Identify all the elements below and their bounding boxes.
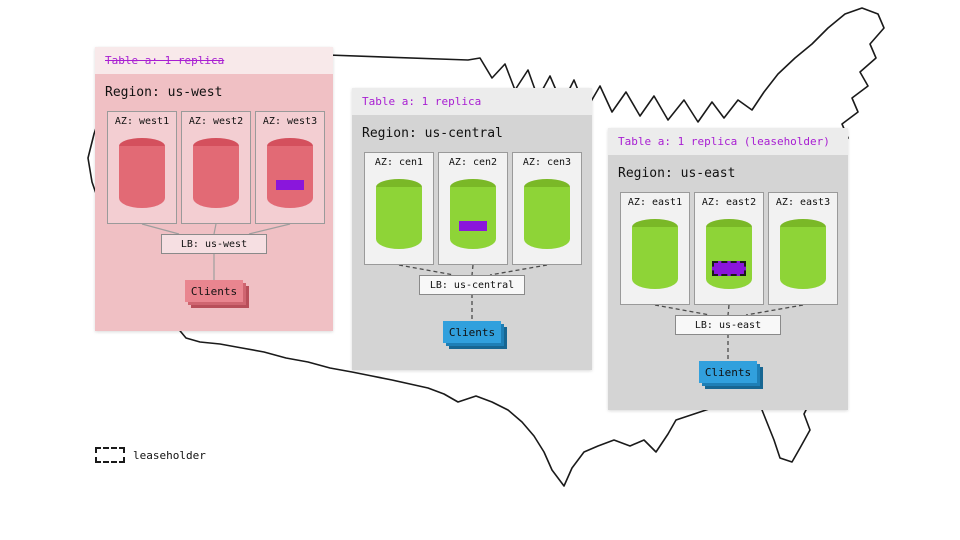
clients-box: Clients bbox=[185, 280, 243, 302]
load-balancer-box: LB: us-east bbox=[675, 315, 781, 335]
cylinder-body bbox=[524, 187, 570, 249]
table-label: Table a: 1 replica bbox=[105, 54, 225, 67]
az-box-east3: AZ: east3 bbox=[768, 192, 838, 305]
database-cylinder-icon bbox=[450, 179, 496, 249]
az-box-east2: AZ: east2 bbox=[694, 192, 764, 305]
region-header: Table a: 1 replica (leaseholder) bbox=[608, 128, 848, 155]
az-label: AZ: cen2 bbox=[448, 157, 498, 168]
legend: leaseholder bbox=[95, 447, 206, 463]
az-label: AZ: west2 bbox=[188, 116, 244, 127]
cylinder-body bbox=[706, 227, 752, 289]
region-us-west: Table a: 1 replica Region: us-west AZ: w… bbox=[95, 47, 333, 331]
az-box-cen3: AZ: cen3 bbox=[512, 152, 582, 265]
cylinder-body bbox=[193, 146, 239, 208]
az-label: AZ: cen3 bbox=[522, 157, 572, 168]
region-us-east: Table a: 1 replica (leaseholder) Region:… bbox=[608, 128, 848, 410]
region-header: Table a: 1 replica bbox=[352, 88, 592, 115]
az-label: AZ: cen1 bbox=[374, 157, 424, 168]
az-label: AZ: west1 bbox=[114, 116, 170, 127]
cylinder-body bbox=[119, 146, 165, 208]
cylinder-body bbox=[632, 227, 678, 289]
database-cylinder-icon bbox=[524, 179, 570, 249]
cylinder-body bbox=[267, 146, 313, 208]
az-box-east1: AZ: east1 bbox=[620, 192, 690, 305]
database-cylinder-icon bbox=[193, 138, 239, 208]
database-cylinder-icon bbox=[780, 219, 826, 289]
region-title: Region: us-central bbox=[362, 126, 503, 141]
database-cylinder-icon bbox=[376, 179, 422, 249]
leaseholder-swatch-icon bbox=[95, 447, 125, 463]
table-label: Table a: 1 replica bbox=[362, 95, 482, 108]
table-label: Table a: 1 replica (leaseholder) bbox=[618, 135, 830, 148]
replica-badge bbox=[459, 221, 487, 231]
database-cylinder-icon bbox=[706, 219, 752, 289]
database-cylinder-icon bbox=[119, 138, 165, 208]
az-box-west1: AZ: west1 bbox=[107, 111, 177, 224]
region-header: Table a: 1 replica bbox=[95, 47, 333, 74]
database-cylinder-icon bbox=[632, 219, 678, 289]
legend-label: leaseholder bbox=[133, 448, 206, 462]
az-label: AZ: west3 bbox=[262, 116, 318, 127]
database-cylinder-icon bbox=[267, 138, 313, 208]
leaseholder-replica-badge bbox=[712, 261, 746, 276]
load-balancer-box: LB: us-west bbox=[161, 234, 267, 254]
cylinder-body bbox=[376, 187, 422, 249]
az-label: AZ: east3 bbox=[775, 197, 831, 208]
cylinder-body bbox=[780, 227, 826, 289]
cylinder-body bbox=[450, 187, 496, 249]
clients-box: Clients bbox=[443, 321, 501, 343]
replica-badge bbox=[276, 180, 304, 190]
az-box-west2: AZ: west2 bbox=[181, 111, 251, 224]
load-balancer-box: LB: us-central bbox=[419, 275, 525, 295]
az-box-west3: AZ: west3 bbox=[255, 111, 325, 224]
az-box-cen1: AZ: cen1 bbox=[364, 152, 434, 265]
region-title: Region: us-west bbox=[105, 85, 223, 100]
az-label: AZ: east1 bbox=[627, 197, 683, 208]
region-title: Region: us-east bbox=[618, 166, 736, 181]
region-us-central: Table a: 1 replica Region: us-central AZ… bbox=[352, 88, 592, 370]
clients-box: Clients bbox=[699, 361, 757, 383]
az-label: AZ: east2 bbox=[701, 197, 757, 208]
az-box-cen2: AZ: cen2 bbox=[438, 152, 508, 265]
